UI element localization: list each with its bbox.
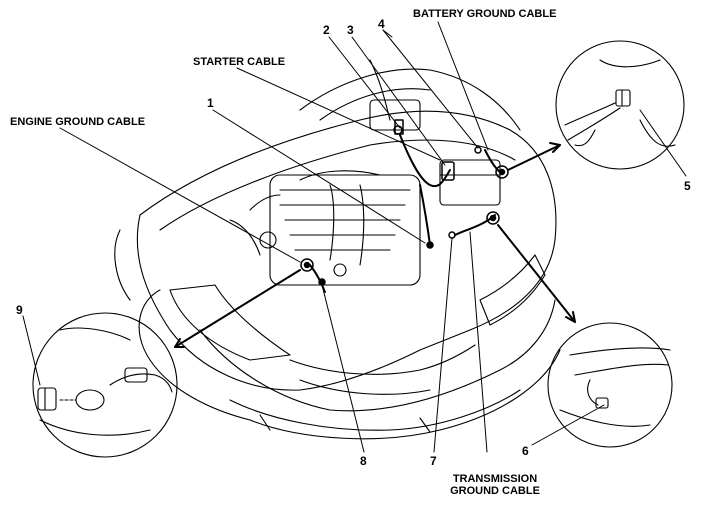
leader-6 (531, 404, 605, 446)
leader-transmission (469, 231, 488, 453)
transmission-cable-path (454, 214, 496, 236)
callout-7: 7 (430, 454, 437, 468)
battery-ground-point (495, 165, 509, 179)
arrow-to-detail-6 (497, 224, 576, 323)
leader-5 (639, 109, 687, 177)
starter-cable-label: STARTER CABLE (193, 56, 286, 68)
starter-cable-path (399, 134, 451, 188)
transmission-ground-cable-label: TRANSMISSION GROUND CABLE (440, 473, 550, 497)
leader-starter (236, 67, 441, 161)
leader-8 (321, 284, 365, 453)
leader-2 (328, 36, 401, 129)
cable-clip-2 (394, 119, 404, 135)
leader-3 (351, 36, 446, 166)
engine-ground-point (300, 258, 314, 272)
leader-1 (212, 109, 426, 244)
detail-arrows (174, 142, 576, 348)
battery-ground-cable-label: BATTERY GROUND CABLE (413, 8, 557, 20)
callout-9: 9 (16, 303, 23, 317)
starter-terminal (441, 161, 455, 181)
leader-engine-ground (59, 127, 301, 263)
callout-5: 5 (684, 179, 691, 193)
transmission-label-line2: GROUND CABLE (450, 485, 540, 497)
leader-4 (382, 29, 479, 149)
detail-circle-9 (32, 312, 178, 458)
callout-2: 2 (323, 23, 330, 37)
leader-battery-ground (437, 21, 489, 151)
engine-ground-cable-label: ENGINE GROUND CABLE (10, 116, 146, 128)
leader-9 (22, 315, 41, 386)
leader-7 (433, 237, 453, 453)
transmission-ground-point (486, 211, 500, 225)
cable-1-path (419, 184, 431, 246)
callout-6: 6 (522, 444, 529, 458)
callout-4: 4 (378, 17, 385, 31)
detail-circle-5 (555, 40, 685, 170)
car-body (114, 59, 561, 440)
detail-circle-6 (547, 322, 673, 448)
arrow-to-detail-9 (174, 269, 301, 348)
callout-1: 1 (207, 96, 214, 110)
callout-3: 3 (347, 23, 354, 37)
arrow-to-detail-5 (507, 144, 561, 171)
leader-lines (22, 21, 687, 453)
transmission-label-line1: TRANSMISSION (452, 473, 538, 485)
engine-bay (229, 99, 501, 286)
callout-8: 8 (360, 454, 367, 468)
cables (309, 134, 501, 293)
battery-cable-path (484, 149, 501, 173)
